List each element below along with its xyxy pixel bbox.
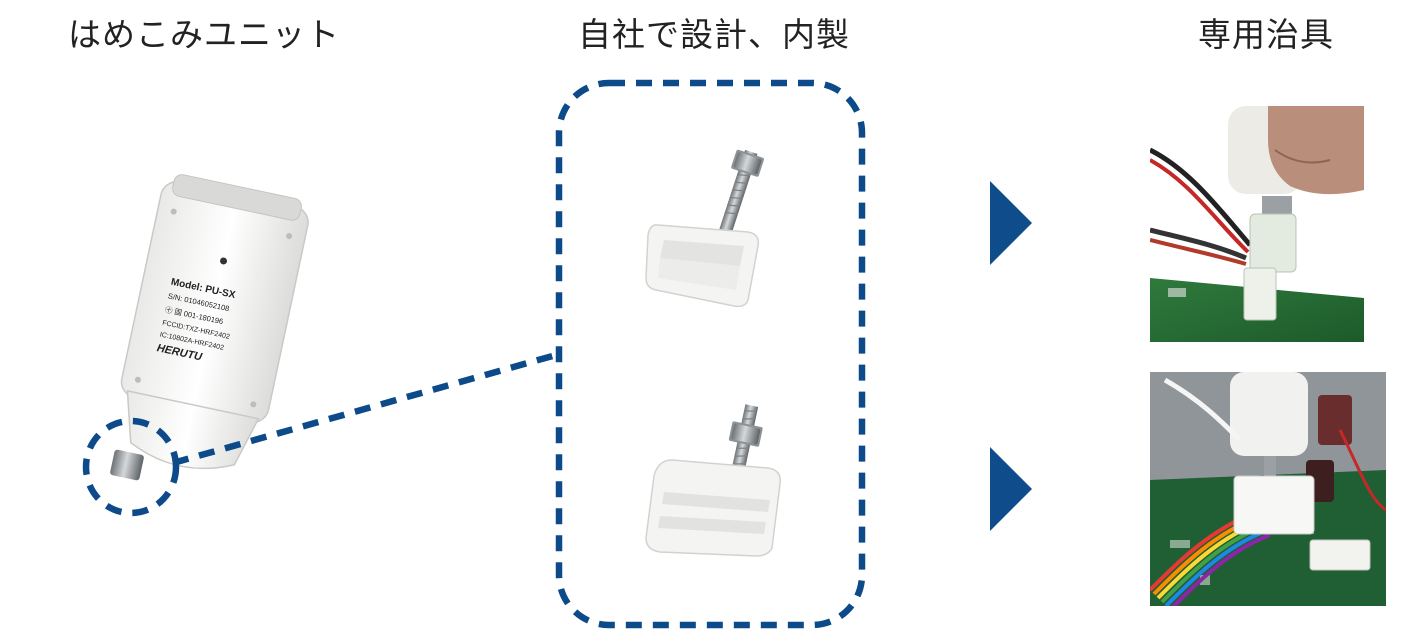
in-house-part-bottom xyxy=(645,404,781,557)
jig-photo-bottom xyxy=(1150,372,1386,606)
in-house-parts-frame xyxy=(555,79,866,629)
detail-highlight-circle xyxy=(82,417,180,517)
detail-connector-line xyxy=(172,351,557,467)
heading-in-house: 自社で設計、内製 xyxy=(578,15,850,54)
press-fit-unit-device: Model: PU-SX S/N: 01046052108 ㊉ 固 001-18… xyxy=(120,174,309,470)
arrow-right-icon xyxy=(990,181,1032,265)
heading-dedicated-jig: 専用治具 xyxy=(1198,15,1334,54)
in-house-part-top xyxy=(645,149,764,308)
jig-photo-top xyxy=(1150,106,1364,342)
arrow-right-icon xyxy=(990,447,1032,531)
device-nut xyxy=(110,449,144,481)
heading-press-fit-unit: はめこみユニット xyxy=(68,15,340,54)
